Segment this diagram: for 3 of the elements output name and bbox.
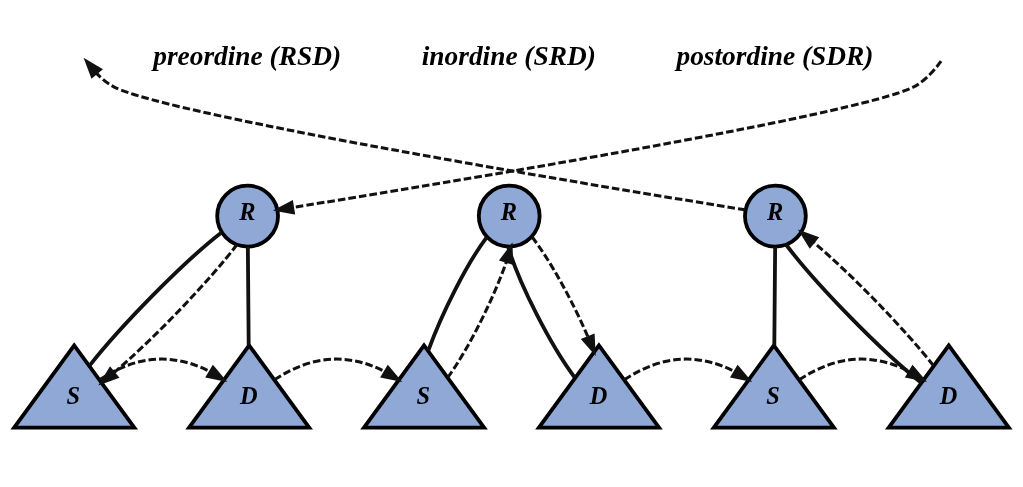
label: preordine (RSD) xyxy=(153,40,342,71)
label: postordine (SDR) xyxy=(676,40,874,71)
label: inordine (SRD) xyxy=(421,40,596,71)
